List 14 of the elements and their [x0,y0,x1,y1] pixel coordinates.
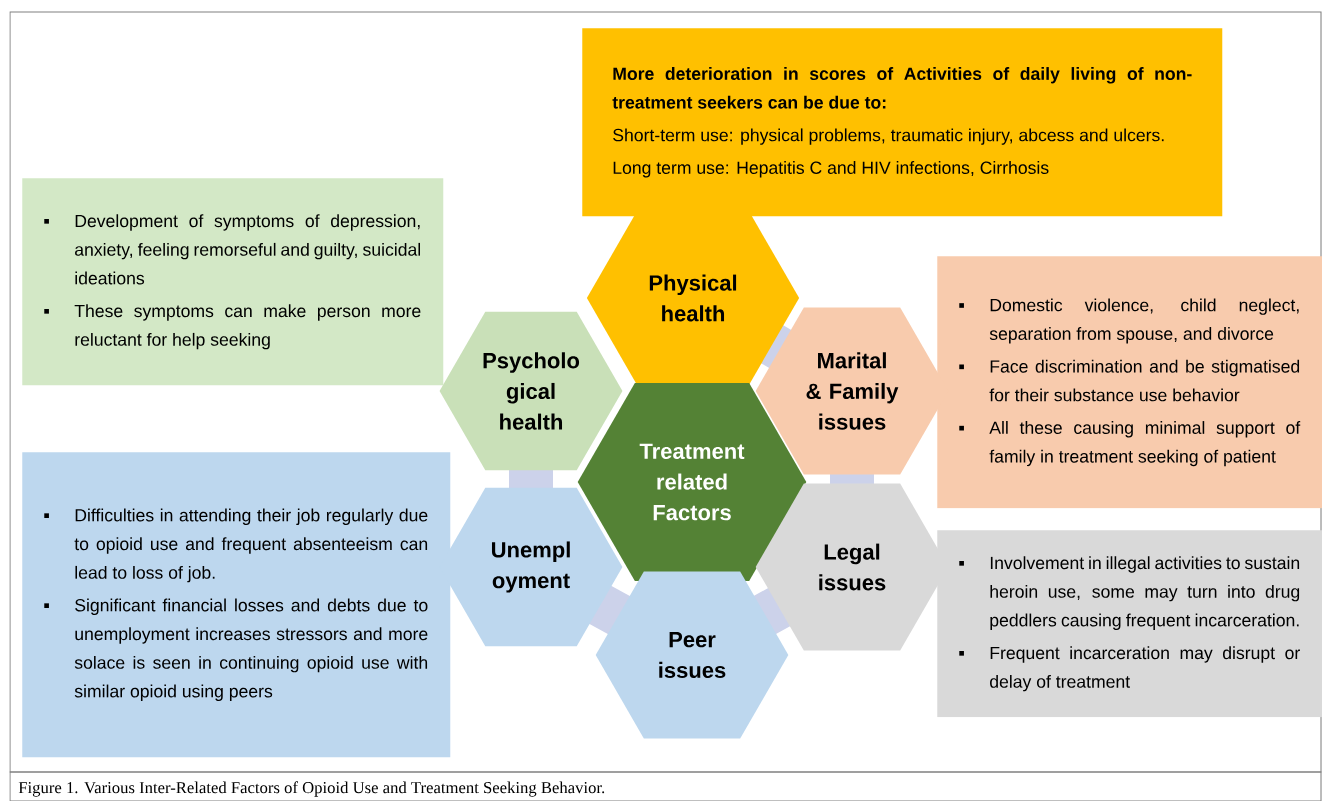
text-box: Difficulties in attending their job regularly due to opioid use and frequent absenteeism can lead to loss of job. Significant financial losses and debts due to unemployment increases stressors and more solace is seen in continuing opioid use with similar opioid using peers [22,452,451,758]
caption: Figure 1. Various Inter-Related Factors of Opioid Use and Treatment Seeking Behavior. [18,781,605,797]
hexagon: Treatment related Factors [577,383,807,581]
hexagon: Unempl oyment [439,487,623,647]
text-box: Involvement in illegal activities to sustain heroin use, some may turn into drug peddlers causing frequent incarceration. Frequent incarceration may disrupt or delay of treatment [937,530,1322,718]
text-box: More deterioration in scores of Activities of daily living of non-treatment seekers can be due to: Short-term use: physical problems, traumatic injury, abcess and ulcers. Long term use: Hepatitis C and HIV infections, Cirrhosis [582,28,1223,217]
text-box: Development of symptoms of depression, anxiety, feeling remorseful and guilty, suicidal ideations These symptoms can make person more reluctant for help seeking [22,178,444,386]
hexagon: Physical health [586,206,800,390]
text-box: Domestic violence, child neglect, separation from spouse, and divorce Face discrimination and be stigmatised for their substance use behavior All these causing minimal support of family in treatment seeking of patient [937,256,1322,509]
hexagon: Marital & Family issues [755,307,949,475]
hexagon: Peer issues [595,571,789,739]
node-label: Physical health [649,274,737,322]
hexagon: Psycholo gical health [439,311,623,471]
hexagon: Legal issues [755,483,949,651]
